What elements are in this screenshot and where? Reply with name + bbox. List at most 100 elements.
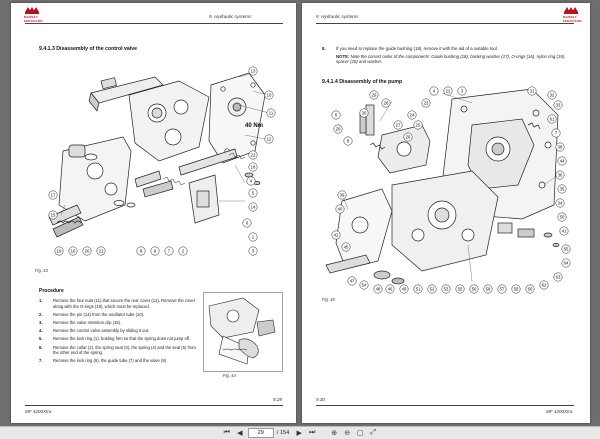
callout-circle: [539, 280, 549, 290]
callout-number: 62: [542, 283, 547, 288]
header-rule: [316, 23, 574, 24]
callout-number: 3: [461, 89, 464, 94]
document-page-left: MASSEY FERGUSON 9. Hydraulic systems 9.4…: [11, 3, 296, 423]
callout-circle: [385, 284, 395, 294]
callout-circle: [561, 258, 571, 268]
callout-circle: [343, 136, 353, 146]
procedure-heading: Procedure: [39, 288, 64, 294]
previous-page-icon[interactable]: ◀: [237, 430, 243, 437]
callout-number: 46: [388, 287, 393, 292]
callout-number: 2: [182, 249, 185, 254]
callout-circle: [136, 246, 146, 256]
callout-circle: [341, 242, 351, 252]
page-total: / 154: [276, 430, 290, 436]
callout-circle: [429, 86, 439, 96]
zoom-in-icon[interactable]: ⊕: [331, 430, 338, 437]
fit-page-icon[interactable]: ▢: [356, 430, 364, 437]
figure-caption: Fig. 43: [35, 268, 48, 273]
callout-number: 32: [550, 93, 555, 98]
brand-logo: MASSEY FERGUSON: [24, 7, 42, 23]
callout-circle: [561, 244, 571, 254]
next-page-icon[interactable]: ▶: [296, 430, 302, 437]
callout-circle: [393, 120, 403, 130]
callout-number: 12: [267, 137, 272, 142]
callout-number: 33: [556, 103, 561, 108]
callout-circle: [248, 202, 258, 212]
callout-number: 56: [472, 287, 477, 292]
callout-number: 35: [560, 187, 565, 192]
callout-circle: [369, 90, 379, 100]
page-number-input[interactable]: 29: [247, 428, 274, 438]
callout-circle: [555, 198, 565, 208]
callout-number: 6: [246, 221, 249, 226]
callout-circle: [553, 272, 563, 282]
callout-number: 54: [362, 283, 367, 288]
callout-circle: [557, 156, 567, 166]
callout-number: 48: [376, 287, 381, 292]
callout-number: 28: [384, 101, 389, 106]
callout-number: 42: [334, 233, 339, 238]
callout-number: 59: [514, 287, 519, 292]
procedure-step: 2.Remove the pin (14) from the oscillato…: [39, 311, 145, 317]
callout-circle: [48, 190, 58, 200]
callout-number: 36: [558, 173, 563, 178]
callout-circle: [441, 284, 451, 294]
callout-number: 22: [446, 89, 451, 94]
callout-circle: [150, 246, 160, 256]
callout-circle: [248, 150, 258, 160]
header-rule: [25, 23, 283, 24]
callout-number: 26: [406, 135, 411, 140]
callout-circle: [469, 284, 479, 294]
zoom-out-icon[interactable]: ⊖: [344, 430, 351, 437]
section-title: 9.4.1.4 Disassembly of the pump: [322, 79, 403, 85]
procedure-step: 6.Remove the collar (2), the spring seat…: [39, 344, 196, 356]
callout-number: 15: [51, 213, 56, 218]
callout-circle: [246, 176, 256, 186]
callout-number: 21: [99, 249, 104, 254]
callout-number: 19: [57, 249, 62, 254]
callout-circle: [178, 246, 188, 256]
callout-number: 20: [85, 249, 90, 254]
callout-number: 7: [168, 249, 171, 254]
procedure-step: 3.Remove the valve retention clip (15).: [39, 319, 122, 325]
brand-logo: MASSEY FERGUSON: [563, 7, 581, 23]
callout-circle: [527, 86, 537, 96]
section-title: 9.4.1.3 Disassembly of the control valve: [39, 46, 138, 52]
callout-circle: [525, 284, 535, 294]
callout-circle: [413, 120, 423, 130]
callout-circle: [559, 226, 569, 236]
first-page-icon[interactable]: ⏮: [223, 429, 230, 436]
callout-number: 10: [267, 93, 272, 98]
callout-number: 34: [558, 201, 563, 206]
callout-circle: [248, 188, 258, 198]
callout-circle: [331, 230, 341, 240]
callout-number: 40: [338, 207, 343, 212]
callout-circle: [547, 114, 557, 124]
callout-circle: [335, 204, 345, 214]
callout-number: 14: [251, 205, 256, 210]
procedure-steps: 1.Remove the four nuts (11) that secure …: [39, 298, 199, 367]
procedure-step: 7.Remove the lock ring (6), the guide tu…: [39, 358, 168, 364]
callout-circle: [497, 284, 507, 294]
callout-number: 4: [433, 89, 436, 94]
fullscreen-icon[interactable]: ⤢: [370, 429, 377, 436]
callout-circle: [248, 66, 258, 76]
callout-circle: [557, 212, 567, 222]
procedure-step: 1.Remove the four nuts (11) that secure …: [39, 298, 196, 309]
last-page-icon[interactable]: ⏭: [309, 429, 316, 436]
callout-number: 58: [486, 287, 491, 292]
callout-number: 24: [410, 113, 415, 118]
callout-circle: [164, 246, 174, 256]
callout-circle: [455, 284, 465, 294]
callout-number: 27: [396, 123, 401, 128]
callout-circle: [248, 246, 258, 256]
callout-number: 3: [252, 249, 255, 254]
callout-circle: [457, 86, 467, 96]
callout-number: 16: [71, 249, 76, 254]
callout-circle: [82, 246, 92, 256]
procedure-step-8: 8. If you need to replace the guide bush…: [322, 46, 566, 65]
page-number: 9.29: [273, 397, 282, 402]
inset-caption: Fig. 44: [223, 373, 236, 378]
callout-circle: [555, 170, 565, 180]
callout-number: 39: [340, 193, 345, 198]
